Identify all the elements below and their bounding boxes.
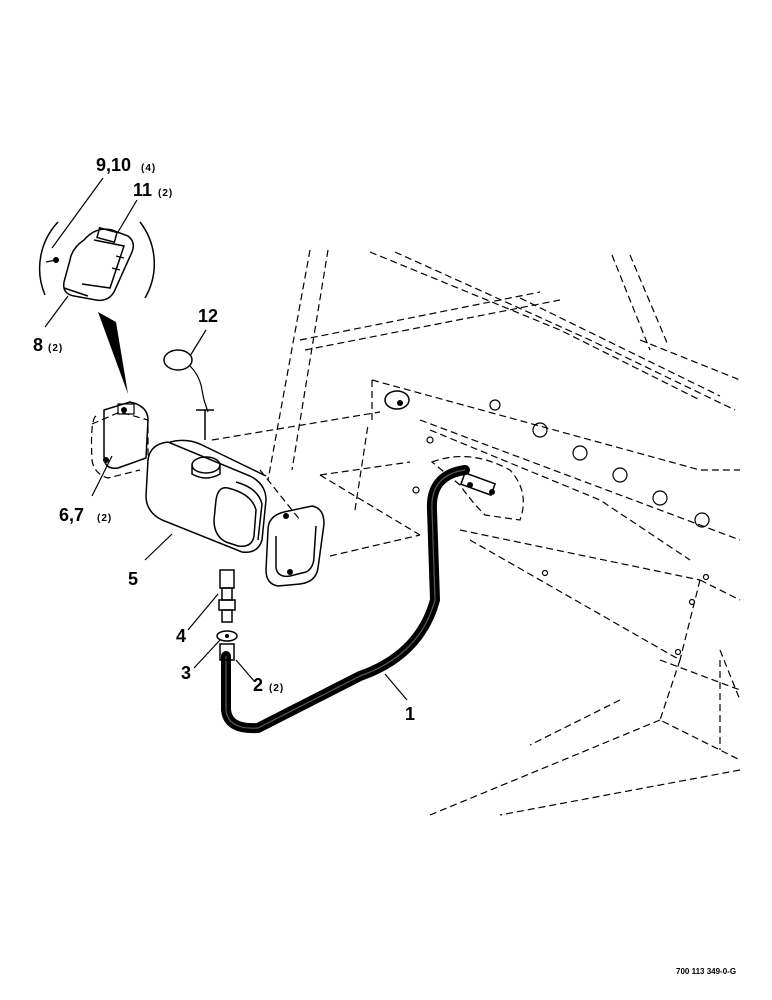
callout-qty: (2)	[158, 188, 173, 199]
callout-6-7: 6,7 (2)	[59, 505, 112, 525]
tank-strap-left	[90, 401, 149, 479]
panel-bolts	[412, 399, 710, 656]
callout-qty: (2)	[48, 343, 63, 354]
callout-number: 4	[176, 626, 186, 646]
machine-frame	[259, 249, 741, 816]
callout-1: 1	[405, 704, 415, 724]
callout-5: 5	[128, 569, 138, 589]
detail-inset	[38, 221, 155, 394]
callout-number: 3	[181, 663, 191, 683]
bulkhead-bracket	[430, 455, 524, 521]
callout-qty: (4)	[141, 163, 156, 174]
callout-2: 2 (2)	[253, 675, 284, 695]
callout-number: 2	[253, 675, 263, 695]
reservoir-tank	[91, 411, 267, 553]
fitting-stack	[216, 569, 238, 661]
callout-12: 12	[198, 306, 218, 326]
leader-lines	[44, 177, 408, 701]
callout-8: 8 (2)	[33, 335, 63, 355]
callout-3: 3	[181, 663, 191, 683]
callout-number: 1	[405, 704, 415, 724]
callout-9-10: 9,10 (4)	[96, 155, 156, 175]
callout-11: 11 (2)	[133, 180, 173, 200]
filler-cap	[163, 349, 214, 440]
callout-qty: (2)	[269, 683, 284, 694]
callout-4: 4	[176, 626, 186, 646]
drawing-code: 700 113 349-0-G	[676, 967, 736, 976]
callout-number: 12	[198, 306, 218, 326]
callout-number: 11	[133, 180, 152, 200]
callout-number: 6,7	[59, 505, 84, 525]
callout-number: 9,10	[96, 155, 131, 175]
callout-qty: (2)	[97, 513, 112, 524]
tank-strap-right	[265, 505, 325, 587]
callout-number: 8	[33, 335, 43, 355]
callout-number: 5	[128, 569, 138, 589]
hose	[221, 465, 470, 734]
